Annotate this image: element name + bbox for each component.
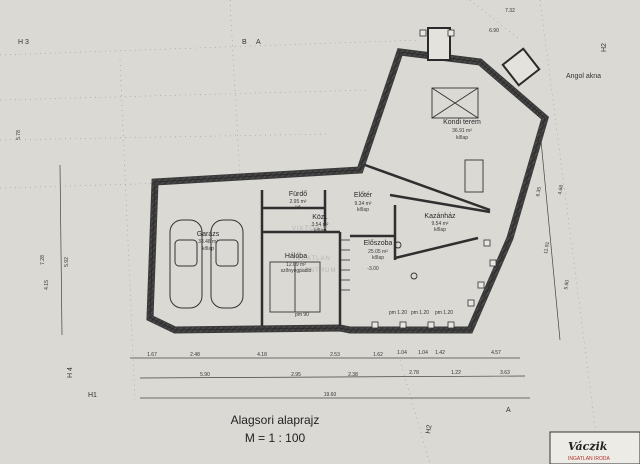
window-markers bbox=[371, 29, 497, 329]
axis-label: A bbox=[506, 407, 511, 414]
dimension-label: 5.78 bbox=[16, 130, 22, 140]
dims-row1: 1.67 2.48 4.18 2.53 1.62 1.04 1.04 1.42 … bbox=[147, 350, 501, 358]
pm-label: pm 1.20 bbox=[435, 310, 453, 316]
dimension-label: 2.38 bbox=[348, 372, 358, 378]
room-name: Közl. bbox=[312, 214, 328, 221]
outer-walls bbox=[146, 48, 549, 334]
dimension-label: 2.95 bbox=[291, 372, 301, 378]
agency-logo: Váczik INGATLAN IRODA bbox=[549, 431, 640, 464]
interior-walls bbox=[260, 163, 491, 326]
dimension-label: 11.91 bbox=[543, 241, 551, 254]
room-name: Előszoba bbox=[364, 240, 393, 247]
fixtures bbox=[269, 87, 484, 313]
plan-scale: M = 1 : 100 bbox=[245, 431, 306, 445]
axis-label: H 4 bbox=[67, 367, 74, 378]
room-name: Fürdő bbox=[289, 191, 307, 198]
dimension-label: 1.62 bbox=[373, 352, 383, 358]
room-area: 3.54 m² bbox=[312, 222, 329, 228]
top-dimension: 7.32 bbox=[505, 8, 515, 14]
dims-left: 5.78 7.28 4.15 5.92 bbox=[16, 130, 70, 290]
room-eloter: Előtér 9.34 m² kőlap bbox=[354, 192, 373, 213]
axis-label: H 3 bbox=[18, 39, 29, 46]
dims-right: 6.35 4.68 11.91 5.90 bbox=[535, 184, 571, 290]
dimension-label: 1.04 bbox=[397, 350, 407, 356]
axis-label: H2 bbox=[425, 424, 433, 434]
room-area: 25.05 m² bbox=[368, 249, 388, 255]
dimension-label: 1.42 bbox=[435, 350, 445, 356]
room-haloba: Hálóba 12.09 m² szőnyegpadló bbox=[281, 253, 312, 274]
room-floor: kőlap bbox=[456, 135, 468, 141]
room-furdo: Fürdő 2.95 m² kő bbox=[289, 191, 307, 211]
room-floor: kőlap bbox=[314, 228, 326, 234]
angol-akna-label: Angol akna bbox=[566, 73, 601, 80]
dimension-label: 4.57 bbox=[491, 350, 501, 356]
pm-label: pm 1.20 bbox=[411, 310, 429, 316]
dimension-label: 6.35 bbox=[535, 186, 543, 197]
room-area: 9.54 m² bbox=[432, 221, 449, 227]
dimension-label: 5.90 bbox=[563, 279, 571, 290]
dimension-label: 1.22 bbox=[451, 370, 461, 376]
room-kozl: Közl. 3.54 m² kőlap bbox=[312, 214, 329, 234]
room-area: 12.09 m² bbox=[286, 262, 306, 268]
grid-lines bbox=[0, 0, 601, 464]
room-floor: kő bbox=[295, 205, 301, 211]
dimension-label: 4.68 bbox=[557, 184, 565, 195]
axis-label: H1 bbox=[88, 392, 97, 399]
room-area: 36.91 m² bbox=[452, 128, 472, 134]
total-width-label: 19.60 bbox=[324, 392, 337, 398]
room-kondi-terem: Kondi terem 36.91 m² kőlap bbox=[443, 119, 481, 141]
pm-label: pm 1.20 bbox=[389, 310, 407, 316]
dims-row2: 5.90 2.95 2.38 2.78 1.22 3.63 bbox=[200, 370, 510, 378]
room-kazanhaz: Kazánház 9.54 m² kőlap bbox=[424, 213, 456, 233]
room-name: Kazánház bbox=[424, 213, 456, 220]
dimension-label: 5.92 bbox=[64, 257, 70, 267]
axis-label: H2 bbox=[601, 43, 608, 52]
axis-label: A bbox=[256, 39, 261, 46]
dimension-label: 3.63 bbox=[500, 370, 510, 376]
room-floor: szőnyegpadló bbox=[281, 268, 312, 274]
dimension-label: 5.90 bbox=[200, 372, 210, 378]
room-name: Hálóba bbox=[285, 253, 307, 260]
dimension-label: 1.67 bbox=[147, 352, 157, 358]
dimension-label: 2.48 bbox=[190, 352, 200, 358]
watermark-line-2: INGATLAN bbox=[293, 256, 331, 262]
dimension-label: 4.15 bbox=[44, 280, 50, 290]
room-garazs: Garázs 33.48 m² kőlap bbox=[197, 231, 220, 252]
brand-name: Váczik bbox=[568, 440, 608, 453]
dimension-label: 2.53 bbox=[330, 352, 340, 358]
room-area: 9.34 m² bbox=[355, 201, 372, 207]
axis-label: B bbox=[242, 39, 247, 46]
room-name: Garázs bbox=[197, 231, 220, 238]
watermark-line-1: VIKTORIA bbox=[292, 226, 328, 232]
watermark-line-3: CENTRUM bbox=[300, 268, 337, 274]
dimension-label: 4.18 bbox=[257, 352, 267, 358]
chimney-blocks bbox=[427, 27, 541, 87]
plan-title: Alagsori alaprajz bbox=[231, 413, 320, 427]
level-label: -3.00 bbox=[367, 266, 379, 272]
dimension-lines bbox=[59, 129, 561, 399]
room-floor: kőlap bbox=[357, 207, 369, 213]
top-dimension: 6.90 bbox=[489, 28, 499, 34]
dimension-label: 2.78 bbox=[409, 370, 419, 376]
room-eloszoba: Előszoba 25.05 m² kőlap bbox=[364, 240, 393, 261]
room-area: 2.95 m² bbox=[290, 199, 307, 205]
brand-subtitle: INGATLAN IRODA bbox=[568, 456, 611, 462]
room-area: 33.48 m² bbox=[198, 239, 218, 245]
room-floor: kőlap bbox=[372, 255, 384, 261]
room-name: Előtér bbox=[354, 192, 373, 199]
stairs bbox=[340, 239, 350, 291]
dimension-label: 7.28 bbox=[40, 255, 46, 265]
pm-label: pm 90 bbox=[295, 312, 309, 318]
room-name: Kondi terem bbox=[443, 119, 481, 126]
dimension-label: 1.04 bbox=[418, 350, 428, 356]
room-floor: kőlap bbox=[202, 246, 214, 252]
car-outlines bbox=[169, 219, 244, 309]
room-floor: kőlap bbox=[434, 227, 446, 233]
